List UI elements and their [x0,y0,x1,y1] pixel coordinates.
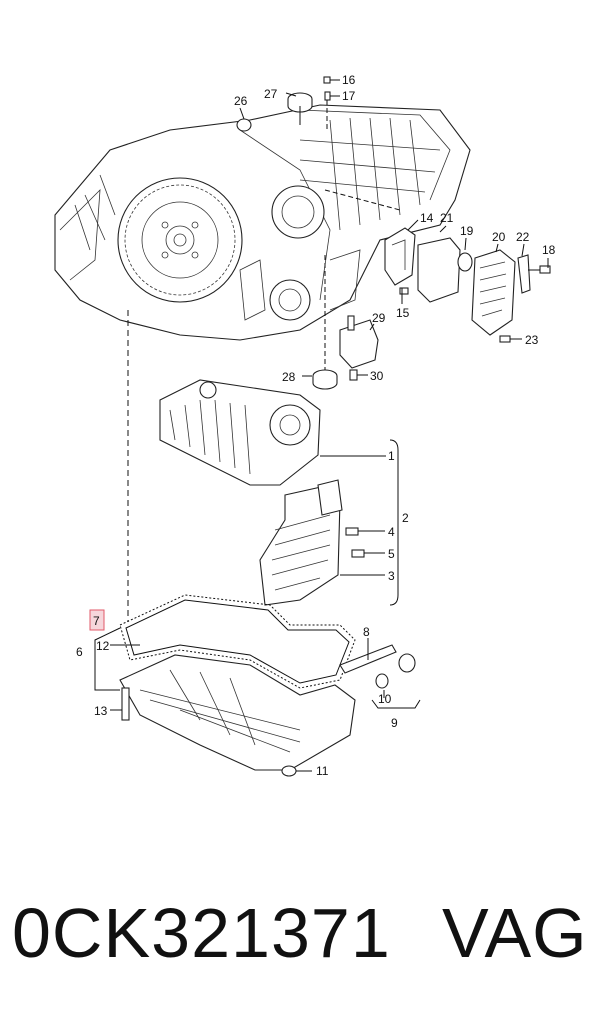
callout-15: 15 [396,306,410,320]
callout-27: 27 [264,87,278,101]
oil-pan [119,654,356,777]
callout-21: 21 [440,211,454,225]
callout-12: 12 [96,639,110,653]
callout-26: 26 [234,94,248,108]
callout-22: 22 [516,230,530,244]
callout-18: 18 [542,243,556,257]
callout-1: 1 [388,449,395,463]
callout-14: 14 [420,211,434,225]
callout-13: 13 [94,704,108,718]
callout-7: 7 [93,614,100,628]
mechatronic-unit [159,379,321,486]
breather-parts [236,76,331,132]
callout-30: 30 [370,369,384,383]
filter-plate [259,479,365,606]
callout-10: 10 [378,692,392,706]
side-cover-parts [324,189,551,343]
callout-17: 17 [342,89,356,103]
callout-29: 29 [372,311,386,325]
callout-16: 16 [342,73,356,87]
callout-4: 4 [388,525,395,539]
callout-28: 28 [282,370,296,384]
mount-parts [312,255,379,390]
transmission-housing [54,104,471,341]
part-number: 0CK321371 [12,894,391,972]
callout-20: 20 [492,230,506,244]
callout-6: 6 [76,645,83,659]
callout-11: 11 [316,764,329,778]
callout-8: 8 [363,625,370,639]
leader-lines [94,79,549,772]
highlight-box-7 [89,609,105,631]
brand-name: VAG [442,894,588,972]
callout-19: 19 [460,224,474,238]
callout-3: 3 [388,569,395,583]
oil-pan-gasket [119,594,356,689]
callout-labels: 26 27 16 17 14 21 19 20 22 18 15 23 29 2… [76,73,556,778]
parts-diagram: 26 27 16 17 14 21 19 20 22 18 15 23 29 2… [54,73,556,778]
callout-23: 23 [525,333,539,347]
caption: 0CK321371 VAG [0,878,600,998]
callout-9: 9 [391,716,398,730]
callout-2: 2 [402,511,409,525]
callout-5: 5 [388,547,395,561]
drain-parts [339,644,416,689]
